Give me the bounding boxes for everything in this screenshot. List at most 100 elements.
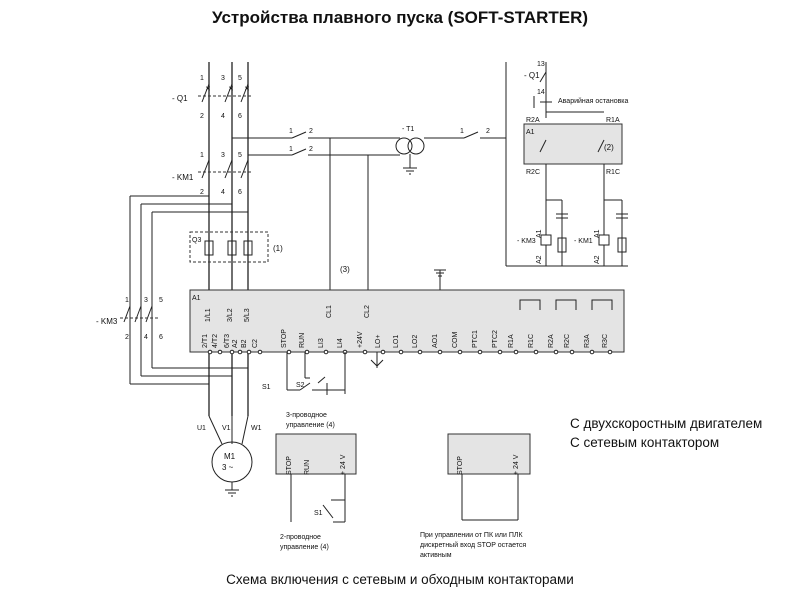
motor-m1[interactable]: U1 V1 W1 M1 3 ~ (197, 415, 262, 497)
terminal-dot[interactable] (304, 349, 310, 355)
km1-pin: 5 (238, 152, 242, 159)
terminal-dot[interactable] (229, 349, 235, 355)
q1-pin: 3 (221, 75, 225, 82)
terminal-dot[interactable] (362, 349, 368, 355)
q1-pin: 6 (238, 113, 242, 120)
km1-contactor[interactable]: 1 3 5 2 4 6 - KM1 (172, 152, 252, 196)
soft-starter-a1[interactable]: A1 1/L1 3/L2 5/L3 CL1 CL2 (189, 269, 625, 353)
terminal-dot[interactable] (398, 349, 404, 355)
terminal-dot[interactable] (237, 349, 243, 355)
km3-coil-label: - KM3 (517, 238, 536, 245)
q1-right-pin: 14 (537, 89, 545, 96)
terminal-dot[interactable] (533, 349, 539, 355)
terminal-label: LI3 (318, 338, 325, 348)
switch-pin: 2 (486, 128, 490, 135)
terminal-label: 3/L2 (227, 308, 234, 322)
km1-label: - KM1 (172, 173, 194, 182)
plc-note: активным (420, 552, 452, 559)
q1-pin: 5 (238, 75, 242, 82)
plc-note: При управлении от ПК или ПЛК (420, 532, 523, 539)
terminal-label: RUN (299, 333, 306, 348)
terminal-dot[interactable] (417, 349, 423, 355)
side-note: С сетевым контактором (570, 435, 720, 450)
terminal-dot[interactable] (607, 349, 613, 355)
coil-pin: A2 (536, 255, 543, 264)
terminal-dot[interactable] (217, 349, 223, 355)
plc-control[interactable]: STOP + 24 V При управлении от ПК или ПЛК… (420, 433, 531, 559)
terminal-label: RUN (304, 460, 311, 475)
x-mark-icon: ✕ (244, 86, 250, 93)
terminal-dot[interactable] (207, 349, 213, 355)
q1-breaker[interactable]: ✕ ✕ ✕ 1 3 5 2 4 6 - Q1 (172, 75, 252, 120)
terminal-label: 4/T2 (212, 334, 219, 348)
s2-label: S2 (296, 382, 305, 389)
power-lines (208, 62, 249, 416)
km1-coil-label: - KM1 (574, 238, 593, 245)
terminal-dot[interactable] (589, 349, 595, 355)
q1-pin: 2 (200, 113, 204, 120)
terminal-label: PTC2 (492, 330, 499, 348)
terminal-label: R1A (508, 334, 515, 348)
s1-label: S1 (262, 384, 271, 391)
x-mark-icon: ✕ (228, 86, 234, 93)
terminal-label: R2C (564, 334, 571, 348)
coil-pin: A1 (536, 229, 543, 238)
terminal-dot[interactable] (437, 349, 443, 355)
terminal-dot[interactable] (323, 349, 329, 355)
three-wire-control[interactable]: S1 S2 3-проводное управление (4) (262, 352, 384, 429)
terminal-label: B2 (241, 339, 248, 348)
q1-right-pin: 13 (537, 61, 545, 68)
emergency-stop-label: Аварийная остановка (558, 97, 629, 105)
terminal-label: +24V (357, 331, 364, 348)
q1-right-label: - Q1 (524, 71, 540, 80)
t1-label: - T1 (402, 126, 414, 133)
transformer-coil-icon (407, 137, 425, 155)
transformer-coil-icon (395, 137, 413, 155)
note-2: (2) (604, 143, 614, 152)
terminal-label: 6/T3 (224, 334, 231, 348)
terminal-label: STOP (281, 329, 288, 348)
q1-label: - Q1 (172, 94, 188, 103)
coil-pin: A1 (594, 229, 601, 238)
terminal-label: C2 (252, 339, 259, 348)
km3-pin: 6 (159, 334, 163, 341)
side-note: С двухскоростным двигателем (570, 416, 763, 431)
switch-pin: 1 (289, 146, 293, 153)
caption: Схема включения с сетевым и обходным кон… (226, 572, 574, 587)
terminal-dot[interactable] (246, 349, 252, 355)
terminal-dot[interactable] (497, 349, 503, 355)
terminal-dot[interactable] (380, 349, 386, 355)
relay-label: R1A (606, 117, 620, 124)
km1-pin: 1 (200, 152, 204, 159)
terminal-label: R3C (602, 334, 609, 348)
terminal-dot[interactable] (553, 349, 559, 355)
terminal-dot[interactable] (457, 349, 463, 355)
x-mark-icon: ✕ (205, 86, 211, 93)
terminal-dot[interactable] (257, 349, 263, 355)
km3-pin: 4 (144, 334, 148, 341)
q3-protection[interactable]: Q3 (1) (189, 231, 283, 263)
three-wire-note: управление (4) (286, 422, 335, 429)
motor-terminal: W1 (251, 425, 262, 432)
terminal-label: + 24 V (340, 454, 347, 475)
terminal-label: STOP (286, 456, 293, 475)
km3-pin: 1 (125, 297, 129, 304)
km1-pin: 2 (200, 189, 204, 196)
motor-terminal: V1 (222, 425, 231, 432)
km3-bypass[interactable]: 1 3 5 2 4 6 - KM3 (96, 195, 248, 385)
right-control-circuit[interactable]: - Q1 13 14 Аварийная остановка R2A R1A A… (506, 61, 629, 267)
terminal-dot[interactable] (569, 349, 575, 355)
terminal-dot[interactable] (477, 349, 483, 355)
km1-pin: 6 (238, 189, 242, 196)
km3-pin: 5 (159, 297, 163, 304)
three-wire-note: 3-проводное (286, 412, 327, 419)
motor-label: M1 (224, 452, 236, 461)
two-wire-note: 2-проводное (280, 534, 321, 541)
km3-label: - KM3 (96, 317, 118, 326)
two-wire-control[interactable]: STOP RUN + 24 V S1 2-проводное управлени… (275, 433, 357, 551)
note-3: (3) (340, 265, 350, 274)
terminal-dot[interactable] (513, 349, 519, 355)
terminal-dot[interactable] (286, 349, 292, 355)
